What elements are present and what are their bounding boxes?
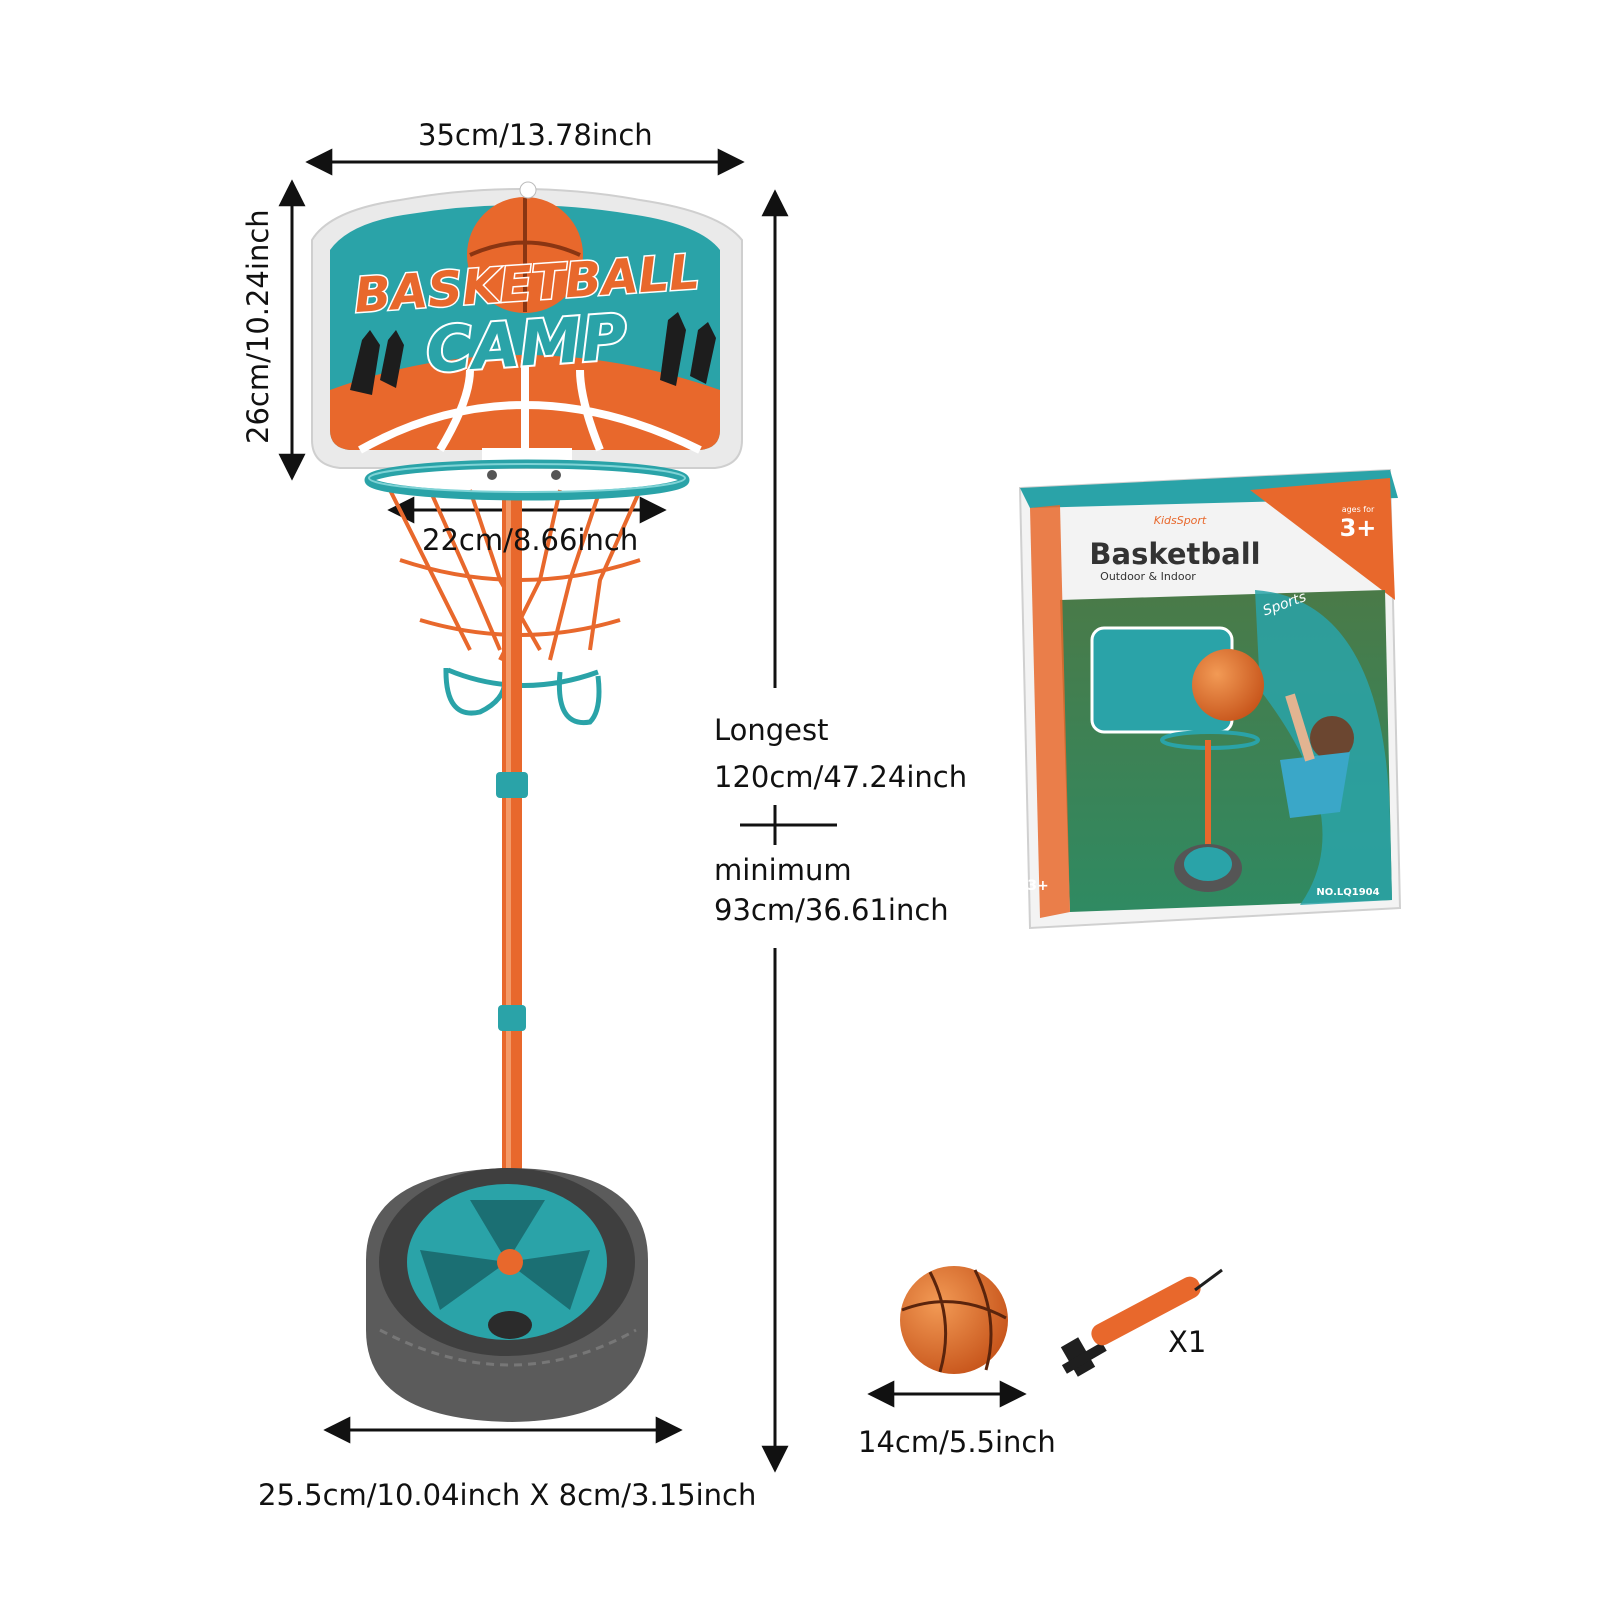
pump-quantity-label: X1 [1168,1325,1207,1359]
box-title: Basketball [1089,537,1260,571]
box-age-label: ages for [1342,505,1375,514]
pole [496,500,528,1260]
basketball-icon [900,1266,1008,1374]
base-size-label: 25.5cm/10.04inch X 8cm/3.15inch [258,1478,757,1512]
backboard-width-label: 35cm/13.78inch [418,118,653,152]
hoop-rim [364,459,690,501]
max-height-value: 120cm/47.24inch [714,760,968,794]
backboard-text-line2: CAMP [424,300,629,387]
max-height-title: Longest [714,713,829,747]
backboard-height-label: 26cm/10.24inch [241,209,275,444]
box-brand: KidsSport [1154,514,1207,527]
air-pump-icon [1060,1268,1223,1377]
product-box: KidsSport Basketball Outdoor & Indoor ag… [1018,468,1402,930]
box-subtitle: Outdoor & Indoor [1100,570,1196,583]
box-side-age: 3+ [1027,878,1048,894]
min-height-value: 93cm/36.61inch [714,893,949,927]
backboard: BASKETBALL CAMP [311,181,743,469]
rim-width-label: 22cm/8.66inch [422,523,639,557]
tire-base [366,1168,648,1422]
box-age-value: 3+ [1340,514,1377,542]
ball-size-label: 14cm/5.5inch [858,1425,1056,1459]
box-model-number: NO.LQ1904 [1316,887,1379,898]
min-height-title: minimum [714,853,852,887]
